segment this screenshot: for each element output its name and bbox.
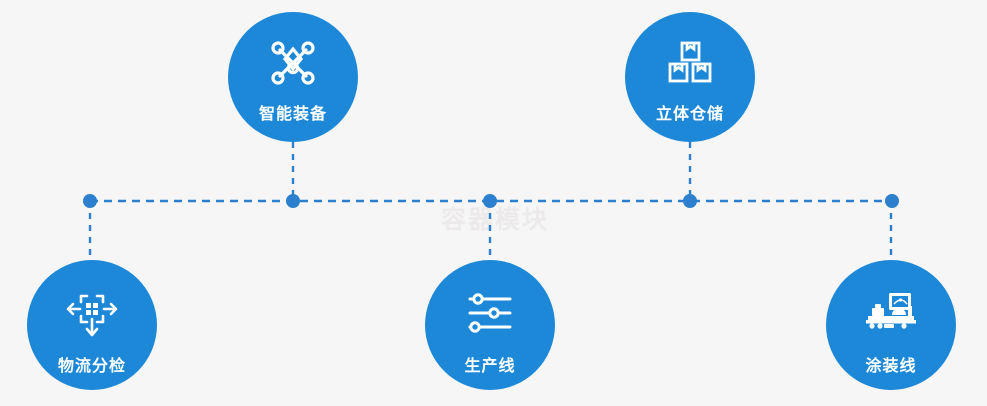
bubble-production-line[interactable]: 生产线 [425, 260, 555, 390]
bubble-label-smart-equipment: 智能装备 [258, 104, 327, 123]
node-smart[interactable] [286, 194, 300, 208]
node-warehouse[interactable] [683, 194, 697, 208]
bubble-label-painting-line: 涂装线 [865, 356, 917, 375]
bubble-label-logistics-sorting: 物流分检 [57, 356, 126, 375]
factory-monitor-icon [863, 288, 919, 338]
watermark-text: 容器模块 [440, 205, 549, 234]
bubble-painting-line[interactable]: 涂装线 [826, 260, 956, 390]
bubble-label-production-line: 生产线 [464, 356, 516, 375]
node-left[interactable] [83, 194, 97, 208]
bubble-stereo-warehouse[interactable]: 立体仓储 [625, 12, 755, 142]
bubble-label-stereo-warehouse: 立体仓储 [655, 104, 724, 123]
node-right[interactable] [885, 194, 899, 208]
network-nodes-icon [265, 38, 321, 88]
bubble-smart-equipment[interactable]: 智能装备 [228, 12, 358, 142]
node-center[interactable] [483, 194, 497, 208]
sliders-icon [462, 288, 518, 338]
bubble-logistics-sorting[interactable]: 物流分检 [27, 260, 157, 390]
sorting-scan-icon [64, 288, 120, 338]
stacked-boxes-icon [662, 38, 718, 88]
